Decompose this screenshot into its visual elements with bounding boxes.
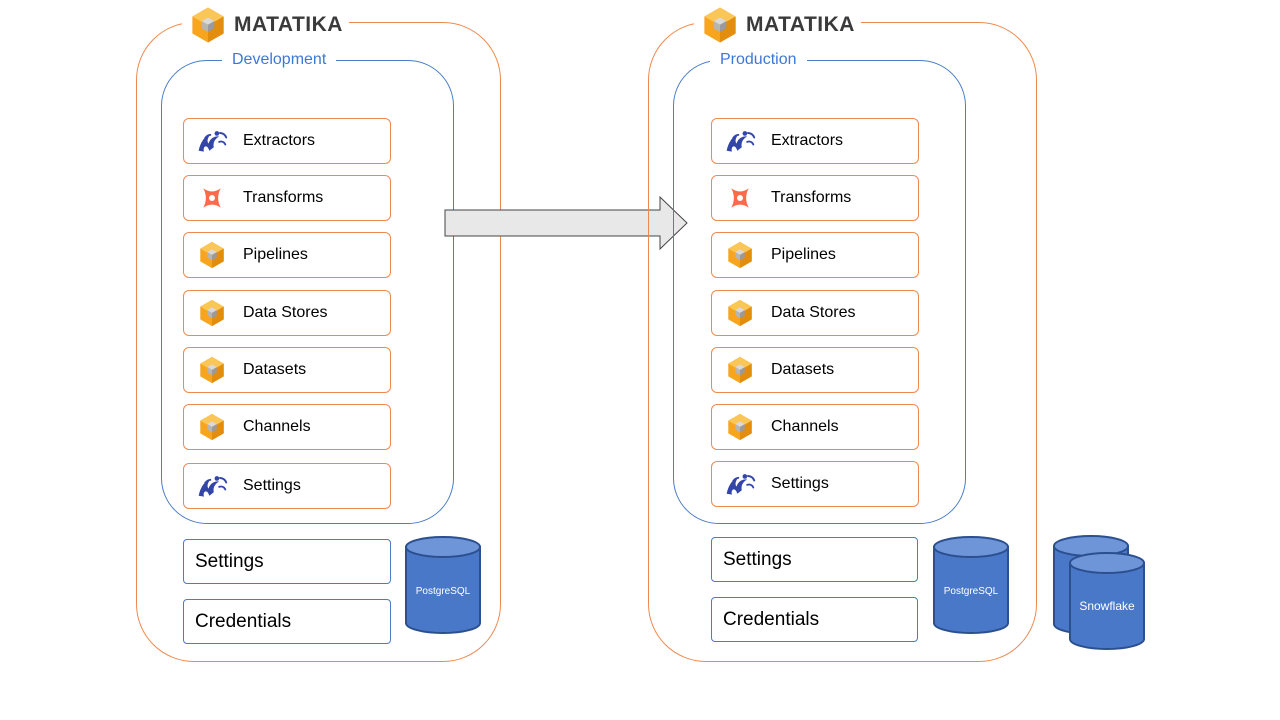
matatika-cube-icon (700, 4, 740, 46)
dbt-icon (724, 182, 756, 214)
meltano-dragon-icon (196, 125, 228, 157)
credentials-box[interactable]: Credentials (711, 597, 918, 642)
item-label: Data Stores (771, 304, 856, 321)
matatika-logo-production: MATATIKA (694, 2, 861, 48)
database-label: Snowflake (1079, 599, 1135, 613)
environment-label: Production (710, 50, 807, 70)
item-data-stores[interactable]: Data Stores (183, 290, 391, 336)
item-settings[interactable]: Settings (183, 463, 391, 509)
matatika-cube-icon (724, 411, 756, 443)
item-label: Pipelines (243, 246, 308, 263)
item-extractors[interactable]: Extractors (711, 118, 919, 164)
settings-box[interactable]: Settings (711, 537, 918, 582)
matatika-cube-icon (188, 4, 228, 46)
postgresql-database-icon: PostgreSQL (405, 536, 481, 634)
matatika-cube-icon (196, 239, 228, 271)
item-datasets[interactable]: Datasets (711, 347, 919, 393)
matatika-cube-icon (196, 297, 228, 329)
workspace-production (673, 60, 966, 524)
item-channels[interactable]: Channels (711, 404, 919, 450)
item-extractors[interactable]: Extractors (183, 118, 391, 164)
item-pipelines[interactable]: Pipelines (183, 232, 391, 278)
matatika-cube-icon (724, 354, 756, 386)
credentials-box[interactable]: Credentials (183, 599, 391, 644)
environment-label: Development (222, 50, 337, 70)
item-label: Transforms (771, 189, 852, 206)
item-label: Settings (243, 477, 301, 494)
item-label: Data Stores (243, 304, 328, 321)
item-label: Pipelines (771, 246, 836, 263)
matatika-cube-icon (724, 239, 756, 271)
postgresql-database-icon: PostgreSQL (933, 536, 1009, 634)
item-label: Channels (243, 418, 311, 435)
matatika-cube-icon (724, 297, 756, 329)
brand-name: MATATIKA (234, 13, 343, 36)
item-label: Transforms (243, 189, 324, 206)
database-label: PostgreSQL (944, 586, 999, 597)
snowflake-database-icon: Snowflake (1053, 535, 1145, 650)
item-label: Settings (771, 475, 829, 492)
item-transforms[interactable]: Transforms (711, 175, 919, 221)
item-label: Channels (771, 418, 839, 435)
item-channels[interactable]: Channels (183, 404, 391, 450)
matatika-cube-icon (196, 411, 228, 443)
meltano-dragon-icon (724, 468, 756, 500)
item-pipelines[interactable]: Pipelines (711, 232, 919, 278)
item-data-stores[interactable]: Data Stores (711, 290, 919, 336)
settings-box[interactable]: Settings (183, 539, 391, 584)
item-settings[interactable]: Settings (711, 461, 919, 507)
matatika-logo-development: MATATIKA (182, 2, 349, 48)
brand-name: MATATIKA (746, 13, 855, 36)
meltano-dragon-icon (196, 470, 228, 502)
meltano-dragon-icon (724, 125, 756, 157)
dbt-icon (196, 182, 228, 214)
item-label: Extractors (771, 132, 844, 149)
item-label: Datasets (771, 361, 835, 378)
database-label: PostgreSQL (416, 586, 471, 597)
item-label: Datasets (243, 361, 307, 378)
item-label: Extractors (243, 132, 316, 149)
item-datasets[interactable]: Datasets (183, 347, 391, 393)
matatika-cube-icon (196, 354, 228, 386)
item-transforms[interactable]: Transforms (183, 175, 391, 221)
